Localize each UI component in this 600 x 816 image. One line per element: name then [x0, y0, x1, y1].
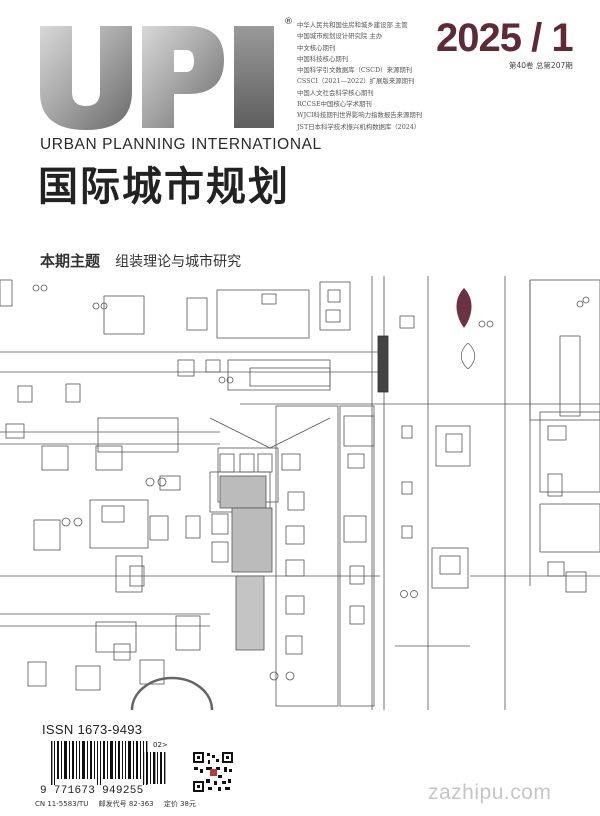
issn: ISSN 1673-9493	[42, 722, 143, 737]
leaf-icon	[456, 288, 472, 328]
theme-label: 本期主题	[40, 252, 101, 270]
postal-code: 邮发代号 82-363	[98, 800, 154, 808]
volume-line: 第40卷 总第207期	[509, 61, 573, 70]
barcode-addon-bars	[143, 752, 166, 784]
indexing-item: 中华人民共和国住房和城乡建设部 主管	[297, 21, 408, 29]
chinese-title: 国际城市规划	[38, 164, 290, 210]
barcode-addon: 02>	[153, 741, 168, 749]
cn-number: CN 11-5583/TU	[35, 800, 89, 808]
indexing-item: 中国人文社会科学核心期刊	[297, 88, 374, 97]
pricing-line: CN 11-5583/TU 邮发代号 82-363 定价 38元	[35, 799, 204, 809]
indexing-item: RCCSE中国核心学术期刊	[297, 100, 372, 109]
indexing-item: 中文核心期刊	[297, 43, 336, 52]
registered-mark: ®	[284, 17, 293, 27]
watermark: zazhipu.com	[428, 781, 552, 804]
theme-line: 本期主题 组装理论与城市研究	[40, 250, 241, 271]
indexing-item: WJCI科技期刊世界影响力指数报告来源期刊	[297, 111, 423, 120]
upi-logo	[38, 22, 278, 132]
qr-code-icon	[192, 751, 234, 793]
cover-illustration	[0, 276, 600, 710]
barcode-digits: 9 771673 949255	[40, 785, 144, 797]
indexing-item: 中国科学引文数据库（CSCD）来源期刊	[297, 66, 413, 75]
indexing-item: CSSCI（2021—2022）扩展版来源期刊	[297, 77, 415, 86]
issue-number: 2025 / 1	[436, 16, 574, 60]
leaf-icon	[460, 343, 476, 369]
indexing-item: JST日本科学技术振兴机构数据库（2024）	[297, 122, 421, 131]
english-title: URBAN PLANNING INTERNATIONAL	[40, 136, 322, 153]
indexing-item: 中国科技核心期刊	[297, 54, 349, 63]
theme-title: 组装理论与城市研究	[115, 254, 242, 270]
barcode	[51, 741, 148, 785]
indexing-item: 中国城市规划设计研究院 主办	[297, 32, 383, 41]
indexing-list: 中华人民共和国住房和城乡建设部 主管 中国城市规划设计研究院 主办 中文核心期刊…	[297, 20, 422, 133]
price: 定价 38元	[163, 800, 196, 808]
